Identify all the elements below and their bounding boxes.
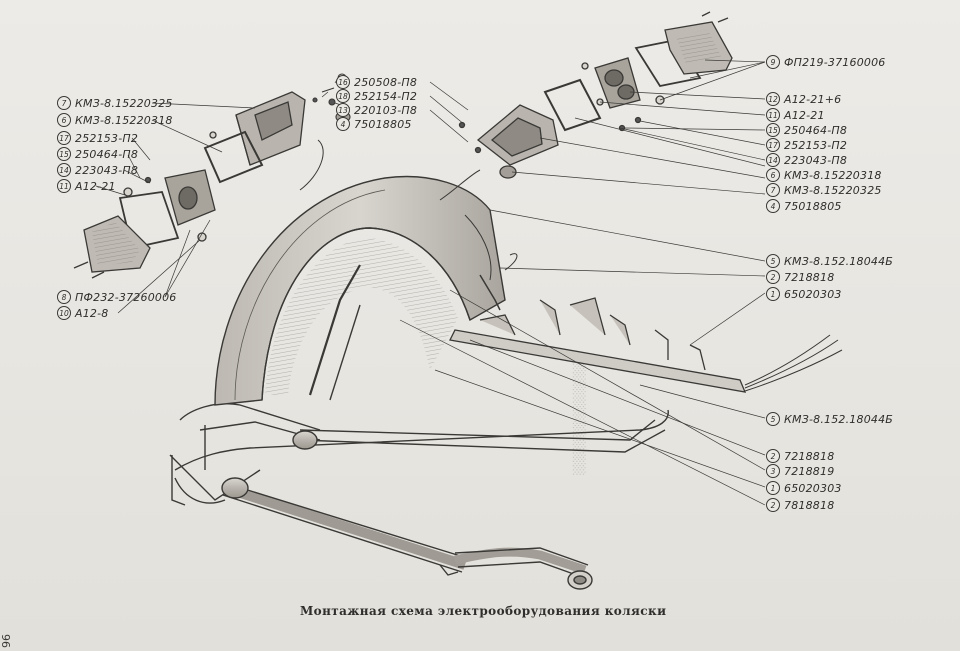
left-callout-15: 15 250464-П8 <box>57 146 138 162</box>
right-lamp-exploded <box>458 11 733 179</box>
right-callout-2b: 2 7218818 <box>766 448 834 464</box>
wiring <box>299 139 518 311</box>
callout-number: 13 <box>336 103 350 117</box>
left-callout-6: 6 КМЗ-8.15220318 <box>57 112 173 128</box>
center-callout-16: 16 250508-П8 <box>336 74 417 90</box>
callout-number: 9 <box>766 55 780 69</box>
callout-number: 2 <box>766 498 780 512</box>
page-number: 96 <box>0 634 13 648</box>
right-callout-2a: 2 7218818 <box>766 269 834 285</box>
callout-number: 6 <box>57 113 71 127</box>
callout-number: 6 <box>766 168 780 182</box>
left-callout-10: 10 А12-8 <box>57 305 109 321</box>
callout-part-code: 220103-П8 <box>354 103 418 117</box>
callout-number: 12 <box>766 92 780 106</box>
callout-part-code: 65020303 <box>784 287 842 301</box>
callout-part-code: 250508-П8 <box>354 75 418 89</box>
callout-part-code: ФП219-37160006 <box>784 55 886 69</box>
callout-part-code: 7218819 <box>784 464 835 478</box>
right-callout-5a: 5 КМЗ-8.152.18044Б <box>766 253 893 269</box>
callout-number: 10 <box>57 306 71 320</box>
right-callout-2c: 2 7818818 <box>766 497 834 513</box>
center-callout-13: 13 220103-П8 <box>336 102 417 118</box>
right-callout-5b: 5 КМЗ-8.152.18044Б <box>766 411 893 427</box>
callout-number: 11 <box>766 108 780 122</box>
callout-number: 7 <box>57 96 71 110</box>
callout-part-code: КМЗ-8.15220318 <box>784 168 882 182</box>
callout-number: 5 <box>766 254 780 268</box>
callout-part-code: 7218818 <box>784 270 835 284</box>
callout-part-code: А12-21+6 <box>784 92 842 106</box>
right-callout-14: 14 223043-П8 <box>766 152 847 168</box>
callout-number: 1 <box>766 287 780 301</box>
center-callout-4: 4 75018805 <box>336 116 412 132</box>
callout-part-code: 7218818 <box>784 449 835 463</box>
callout-part-code: 250464-П8 <box>784 123 848 137</box>
callout-number: 17 <box>57 131 71 145</box>
left-callout-11: 11 А12-21 <box>57 178 116 194</box>
callout-number: 14 <box>766 153 780 167</box>
callout-number: 4 <box>336 117 350 131</box>
right-callout-7: 7 КМЗ-8.15220325 <box>766 182 882 198</box>
left-callout-17: 17 252153-П2 <box>57 130 138 146</box>
callout-part-code: 252153-П2 <box>784 138 848 152</box>
right-callout-6: 6 КМЗ-8.15220318 <box>766 167 882 183</box>
right-callout-11: 11 А12-21 <box>766 107 825 123</box>
callout-part-code: КМЗ-8.152.18044Б <box>784 254 894 268</box>
right-callout-17: 17 252153-П2 <box>766 137 847 153</box>
right-callout-1a: 1 65020303 <box>766 286 842 302</box>
callout-number: 5 <box>766 412 780 426</box>
callout-part-code: 223043-П8 <box>75 163 139 177</box>
center-callout-18: 18 252154-П2 <box>336 88 417 104</box>
callout-number: 15 <box>57 147 71 161</box>
callout-part-code: 75018805 <box>354 117 412 131</box>
left-lamp-exploded <box>73 91 306 279</box>
callout-part-code: КМЗ-8.152.18044Б <box>784 412 894 426</box>
wheel-fender <box>214 175 506 406</box>
figure-caption: Монтажная схема электрооборудования коля… <box>300 604 667 618</box>
callout-number: 14 <box>57 163 71 177</box>
callout-part-code: 250464-П8 <box>75 147 139 161</box>
leader-lines <box>95 59 766 506</box>
callout-part-code: КМЗ-8.15220325 <box>75 96 173 110</box>
callout-number: 11 <box>57 179 71 193</box>
callout-number: 2 <box>766 449 780 463</box>
right-callout-9: 9 ФП219-37160006 <box>766 54 886 70</box>
callout-part-code: КМЗ-8.15220325 <box>784 183 882 197</box>
right-callout-3: 3 7218819 <box>766 463 834 479</box>
callout-number: 18 <box>336 89 350 103</box>
callout-number: 15 <box>766 123 780 137</box>
callout-number: 2 <box>766 270 780 284</box>
callout-part-code: 65020303 <box>784 481 842 495</box>
cable-harness-bar <box>449 297 843 393</box>
right-callout-4: 4 75018805 <box>766 198 842 214</box>
callout-part-code: 75018805 <box>784 199 842 213</box>
callout-number: 8 <box>57 290 71 304</box>
left-callout-7: 7 КМЗ-8.15220325 <box>57 95 173 111</box>
callout-number: 4 <box>766 199 780 213</box>
left-callout-14: 14 223043-П8 <box>57 162 138 178</box>
left-callout-8: 8 ПФ232-37260006 <box>57 289 177 305</box>
callout-part-code: 252153-П2 <box>75 131 139 145</box>
callout-part-code: А12-21 <box>75 179 116 193</box>
callout-part-code: 7818818 <box>784 498 835 512</box>
right-callout-1b: 1 65020303 <box>766 480 842 496</box>
callout-part-code: А12-8 <box>75 306 109 320</box>
callout-number: 16 <box>336 75 350 89</box>
callout-part-code: ПФ232-37260006 <box>75 290 177 304</box>
sidecar-frame <box>169 403 669 590</box>
callout-number: 17 <box>766 138 780 152</box>
callout-part-code: 223043-П8 <box>784 153 848 167</box>
callout-number: 3 <box>766 464 780 478</box>
callout-part-code: КМЗ-8.15220318 <box>75 113 173 127</box>
right-callout-15: 15 250464-П8 <box>766 122 847 138</box>
callout-number: 7 <box>766 183 780 197</box>
callout-part-code: А12-21 <box>784 108 825 122</box>
right-callout-12: 12 А12-21+6 <box>766 91 841 107</box>
callout-number: 1 <box>766 481 780 495</box>
callout-part-code: 252154-П2 <box>354 89 418 103</box>
